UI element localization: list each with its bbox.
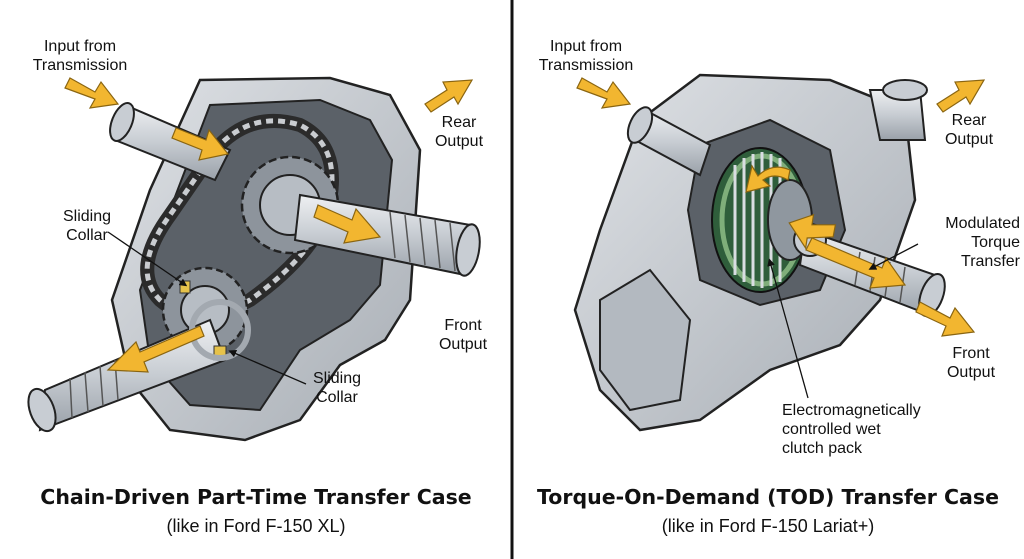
label-sliding-collar-bottom: Sliding Collar [302,369,372,407]
flow-arrow-icon [65,78,118,108]
label-input-from-transmission-left: Input from Transmission [24,37,136,75]
right-panel-title: Torque-On-Demand (TOD) Transfer Case [512,485,1024,509]
label-rear-output-left: Rear Output [424,113,494,151]
rear-output-shaft [870,80,927,140]
chain-case-illustration [23,78,483,440]
left-panel-title: Chain-Driven Part-Time Transfer Case [0,485,512,509]
flow-arrow-icon [577,78,630,108]
right-panel-subtitle: (like in Ford F-150 Lariat+) [512,516,1024,537]
flow-arrow-icon [916,302,974,336]
label-input-from-transmission-right: Input from Transmission [528,37,644,75]
left-panel-subtitle: (like in Ford F-150 XL) [0,516,512,537]
label-clutch-pack: Electromagnetically controlled wet clutc… [782,401,952,458]
label-rear-output-right: Rear Output [934,111,1004,149]
label-sliding-collar-top: Sliding Collar [52,207,122,245]
flow-arrow-icon [937,80,984,112]
label-front-output-left: Front Output [428,316,498,354]
label-modulated-torque-transfer: Modulated Torque Transfer [920,214,1020,271]
flow-arrow-icon [425,80,472,112]
label-front-output-right: Front Output [936,344,1006,382]
